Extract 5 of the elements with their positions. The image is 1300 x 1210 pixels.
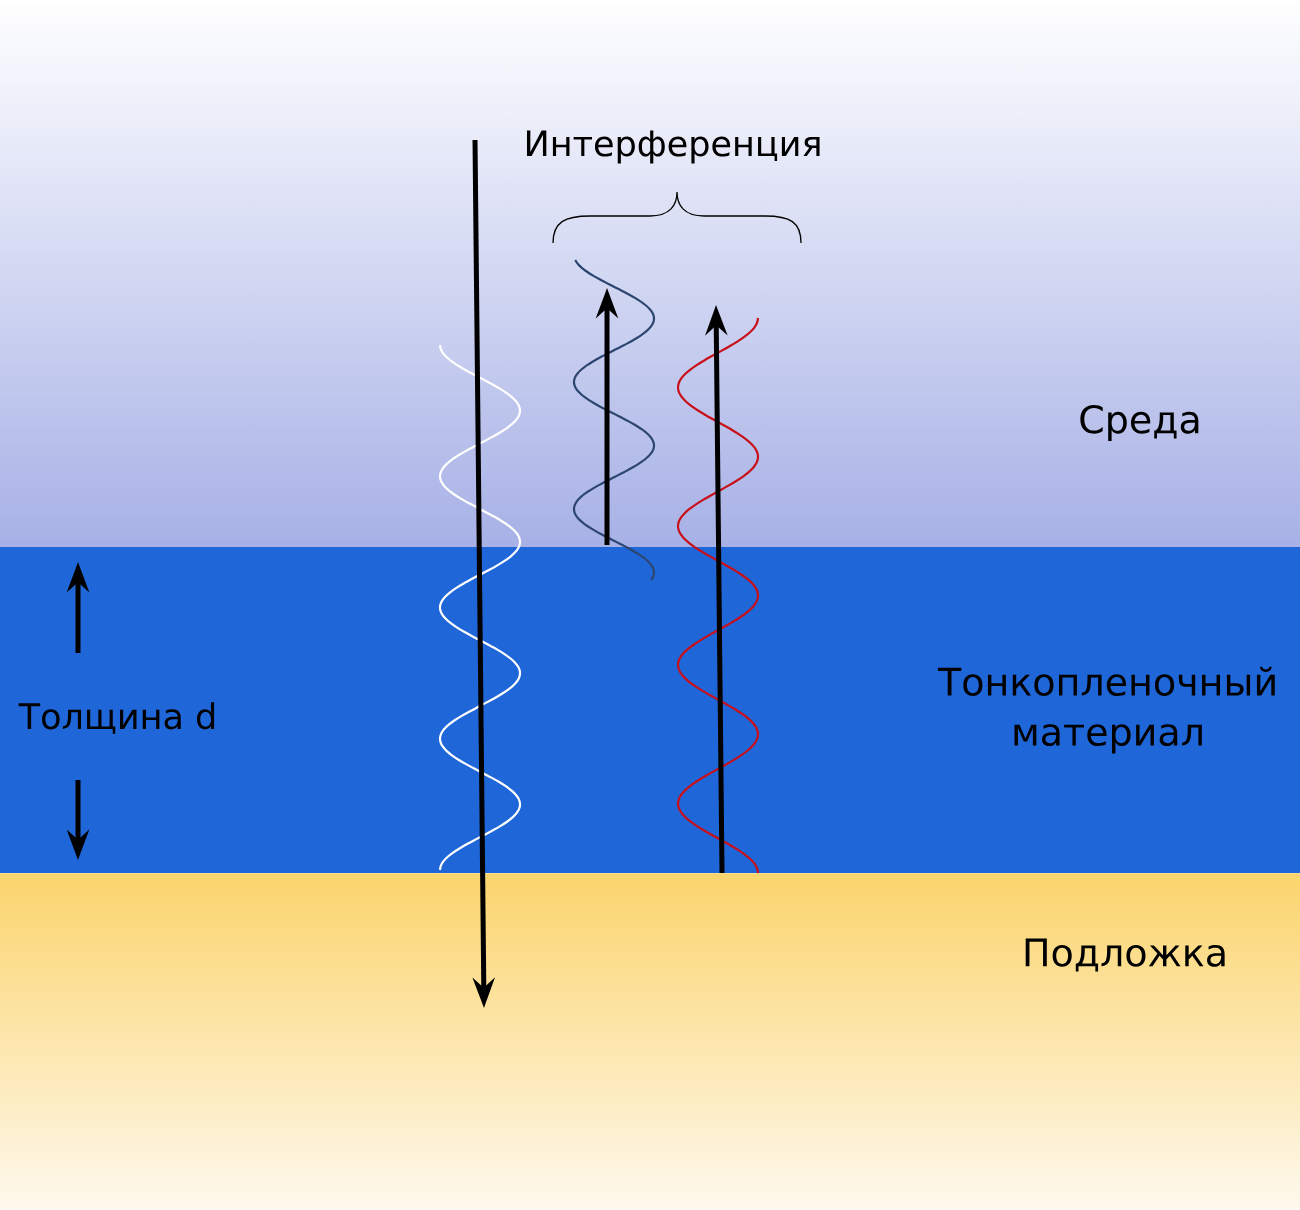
dimension-label: Толщина d [18, 702, 215, 734]
substrate-layer: Подложка [1025, 938, 1225, 972]
thin-film-layer: Тонкопленочный материал [937, 666, 1275, 754]
bracket-label: Интерференция [527, 130, 820, 164]
medium-layer: Среда [1080, 404, 1199, 442]
